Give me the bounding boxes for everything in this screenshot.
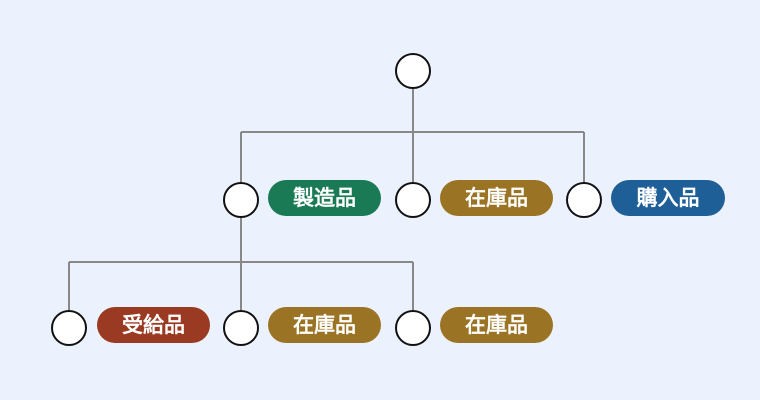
level2-label-3: 在庫品: [440, 307, 553, 343]
level1-node-2[interactable]: [395, 182, 431, 218]
level2-node-2[interactable]: [223, 310, 259, 346]
root-node[interactable]: [395, 53, 431, 89]
level1-node-1[interactable]: [223, 182, 259, 218]
level1-label-3: 購入品: [611, 180, 725, 216]
level2-node-1[interactable]: [51, 310, 87, 346]
level2-label-1: 受給品: [97, 307, 210, 343]
level1-label-1: 製造品: [268, 180, 381, 216]
level2-node-3[interactable]: [395, 310, 431, 346]
level1-label-2: 在庫品: [440, 180, 553, 216]
level2-label-2: 在庫品: [268, 307, 381, 343]
level1-node-3[interactable]: [566, 182, 602, 218]
